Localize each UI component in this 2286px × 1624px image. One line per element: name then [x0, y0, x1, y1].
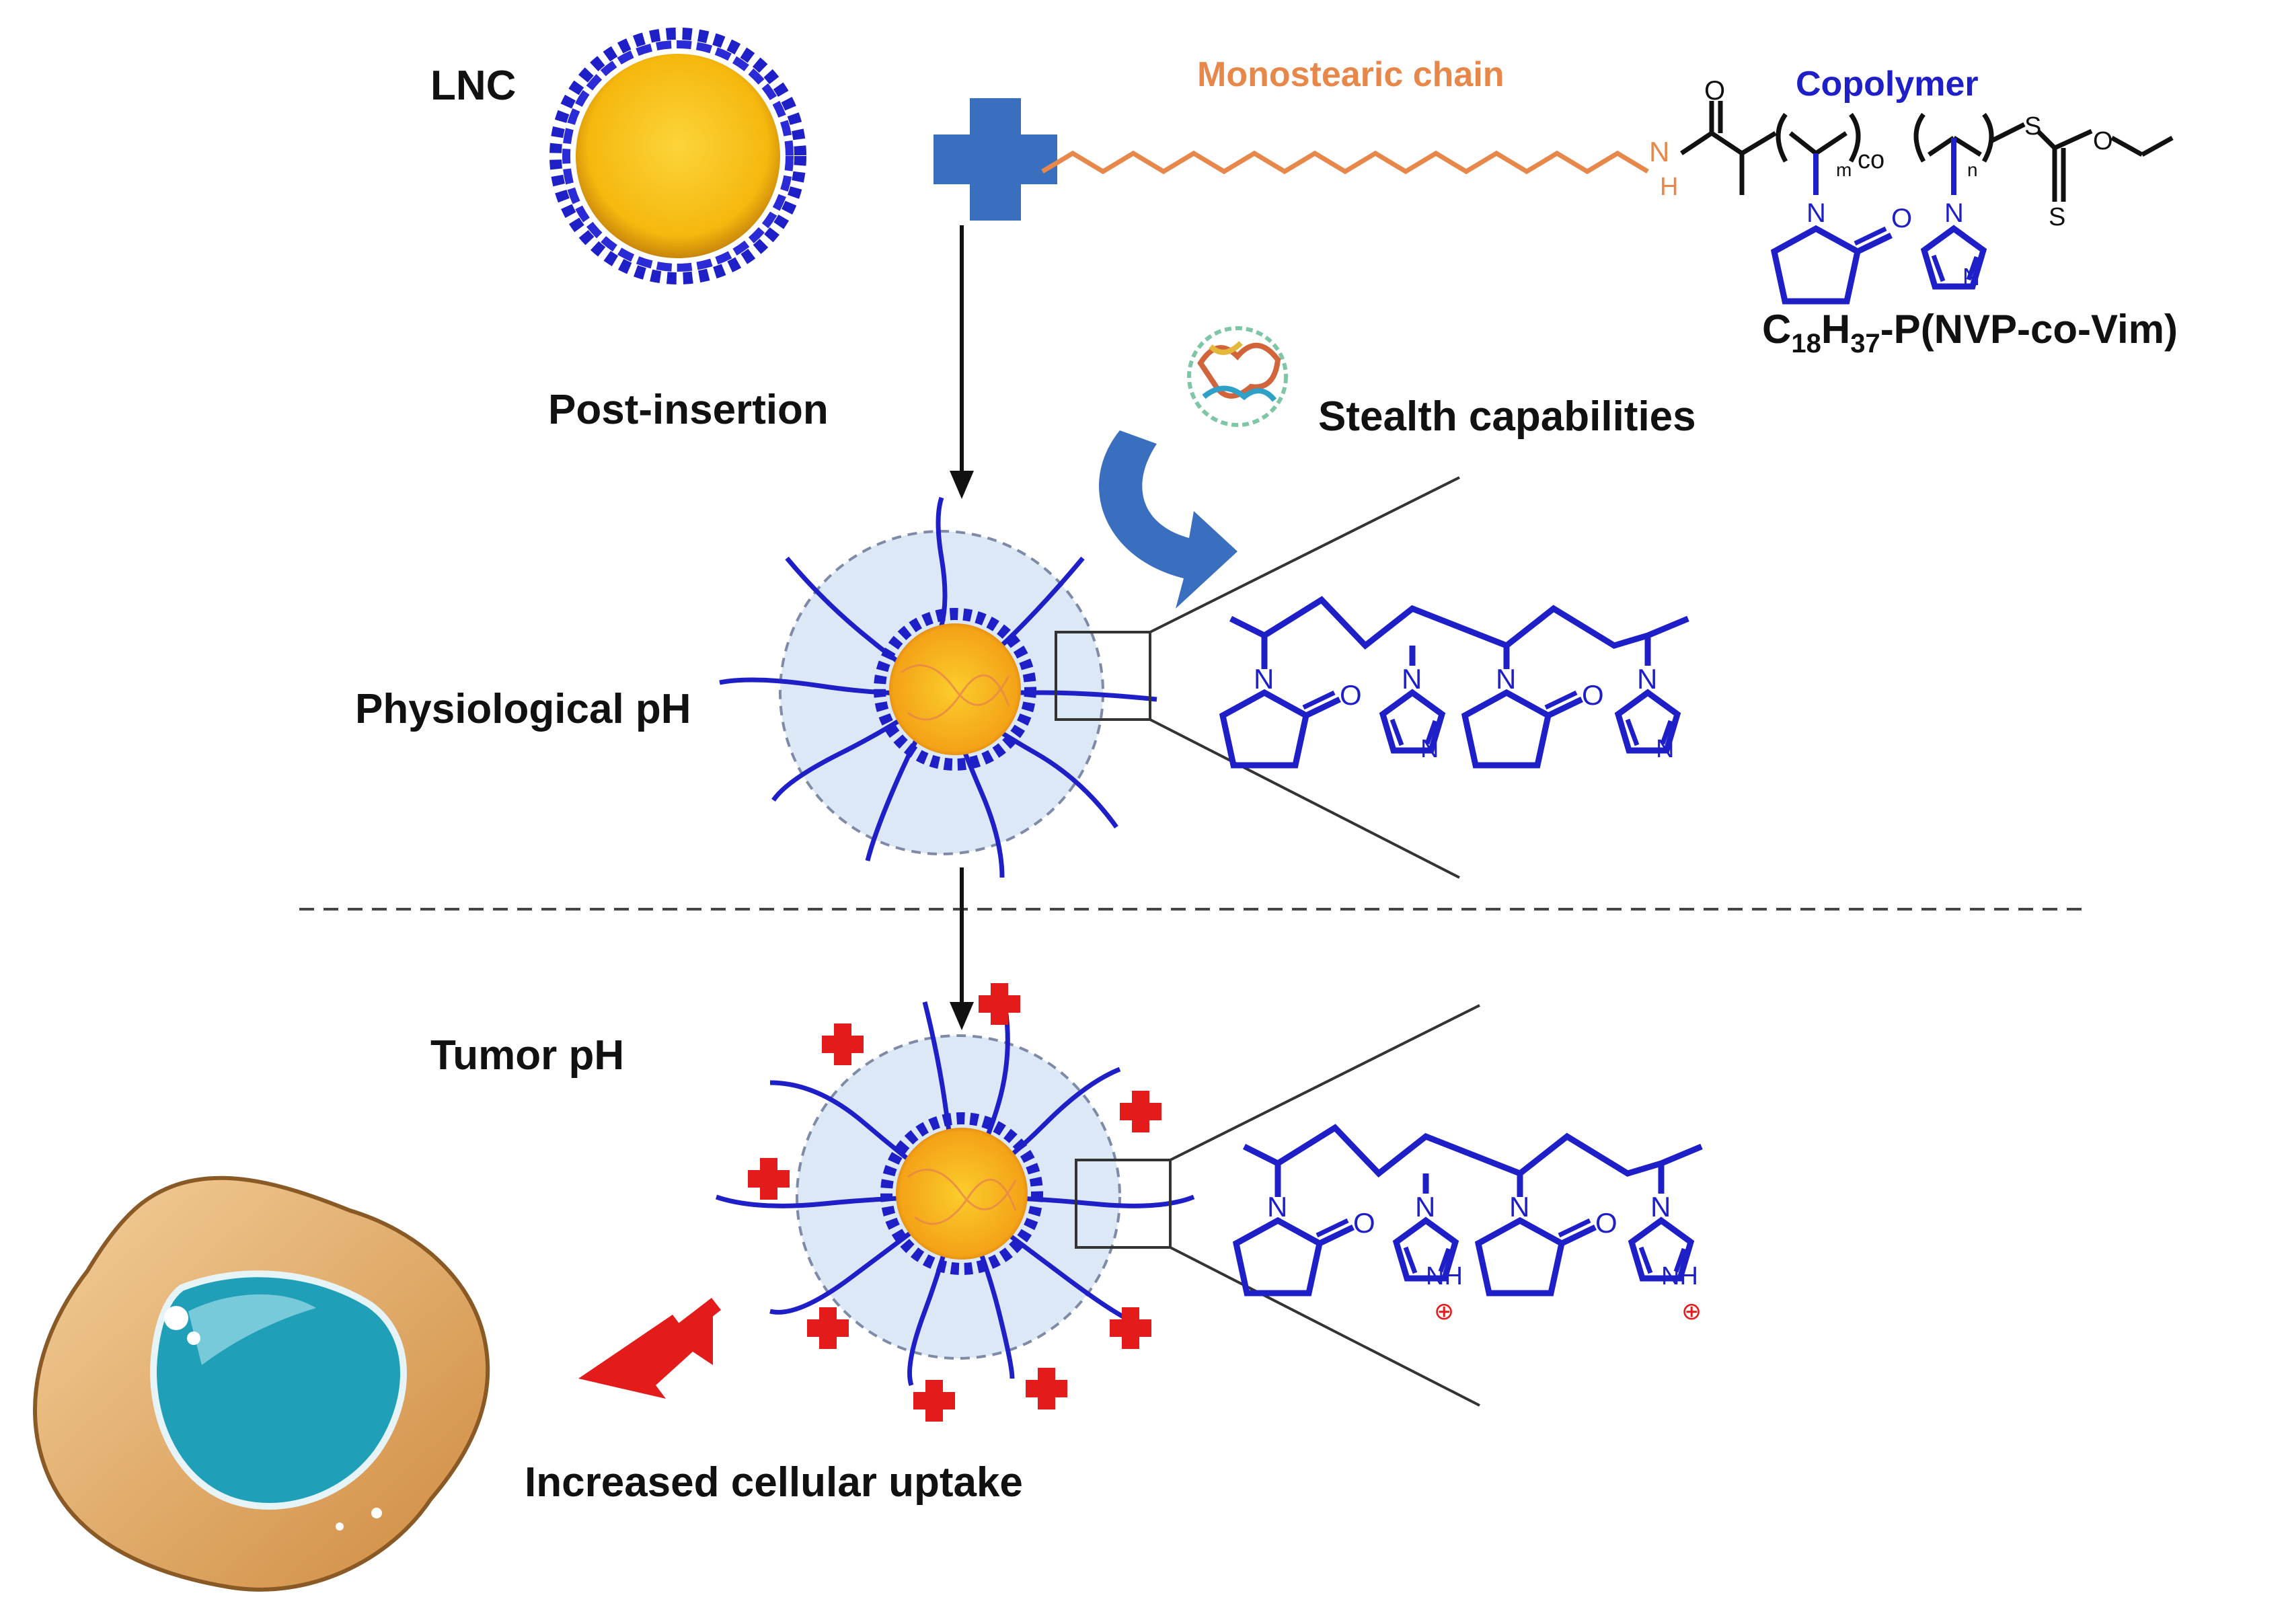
protein-icon — [1187, 326, 1288, 427]
stealth-label: Stealth capabilities — [1318, 393, 1696, 440]
ring-n-t4: N — [1650, 1191, 1671, 1223]
ring-n-p3: N — [1496, 663, 1516, 695]
copolymer-formula: C18H37-P(NVP-co-Vim) — [1762, 307, 2178, 358]
charge-t2: ⊕ — [1434, 1298, 1454, 1325]
lnc-label: LNC — [430, 63, 516, 109]
stealth-arrow — [1099, 430, 1237, 609]
amide-hydrogen: H — [1660, 173, 1678, 201]
nvp-ring-top — [1774, 229, 1891, 301]
ring-n-p2: N — [1402, 663, 1422, 695]
nvp-oxygen-top: O — [1891, 204, 1912, 233]
zoom-box-top — [1055, 631, 1151, 721]
lnc-particle — [549, 28, 806, 284]
physiological-particle — [719, 496, 1157, 878]
ring-n-p4b: N — [1656, 735, 1674, 763]
zoom-box-bottom — [1075, 1159, 1172, 1249]
thio-sulfur-1: S — [2024, 112, 2041, 141]
ring-n-p1: N — [1254, 663, 1274, 695]
ring-nh-t4: NH — [1661, 1262, 1698, 1290]
tumor-ph-label: Tumor pH — [430, 1032, 624, 1079]
ring-n-t2: N — [1415, 1191, 1435, 1223]
ring-n-p4: N — [1637, 663, 1657, 695]
ring-n-t3: N — [1509, 1191, 1529, 1223]
ring-nh-t2: NH — [1426, 1262, 1463, 1290]
physiological-ph-label: Physiological pH — [355, 686, 691, 732]
thio-sulfur-2: S — [2049, 203, 2065, 231]
copolymer-label: Copolymer — [1796, 65, 1979, 104]
nvp-nitrogen-top: N — [1806, 198, 1826, 228]
polymer-chain-physiological — [1223, 596, 1689, 765]
vim-nitrogen-top-2: N — [1963, 263, 1980, 291]
charge-t4: ⊕ — [1681, 1298, 1702, 1325]
positive-charges — [748, 983, 1161, 1422]
post-insertion-label: Post-insertion — [548, 387, 829, 433]
ring-n-t1: N — [1267, 1191, 1287, 1223]
amide-nitrogen: N — [1649, 136, 1669, 167]
ring-o-t3: O — [1595, 1207, 1617, 1239]
monostearic-chain-label: Monostearic chain — [1197, 55, 1504, 94]
ester-oxygen: O — [2093, 127, 2113, 155]
tumor-particle — [715, 1001, 1195, 1387]
ring-n-p2b: N — [1420, 735, 1439, 763]
ring-o-p1: O — [1340, 679, 1362, 711]
monostearic-chain — [1041, 150, 1649, 175]
copolymer-structure — [1680, 101, 2174, 202]
subscript-n: n — [1967, 159, 1978, 180]
vim-nitrogen-top: N — [1944, 198, 1964, 228]
plus-icon — [934, 98, 1057, 221]
polymer-chain-tumor — [1236, 1124, 1703, 1293]
subscript-m: m — [1836, 159, 1852, 180]
ring-o-p3: O — [1582, 679, 1604, 711]
ring-o-t1: O — [1353, 1207, 1375, 1239]
uptake-label: Increased cellular uptake — [525, 1459, 1023, 1506]
carbonyl-oxygen: O — [1704, 76, 1725, 106]
co-label: co — [1858, 146, 1884, 174]
tumor-cell — [33, 1175, 490, 1592]
